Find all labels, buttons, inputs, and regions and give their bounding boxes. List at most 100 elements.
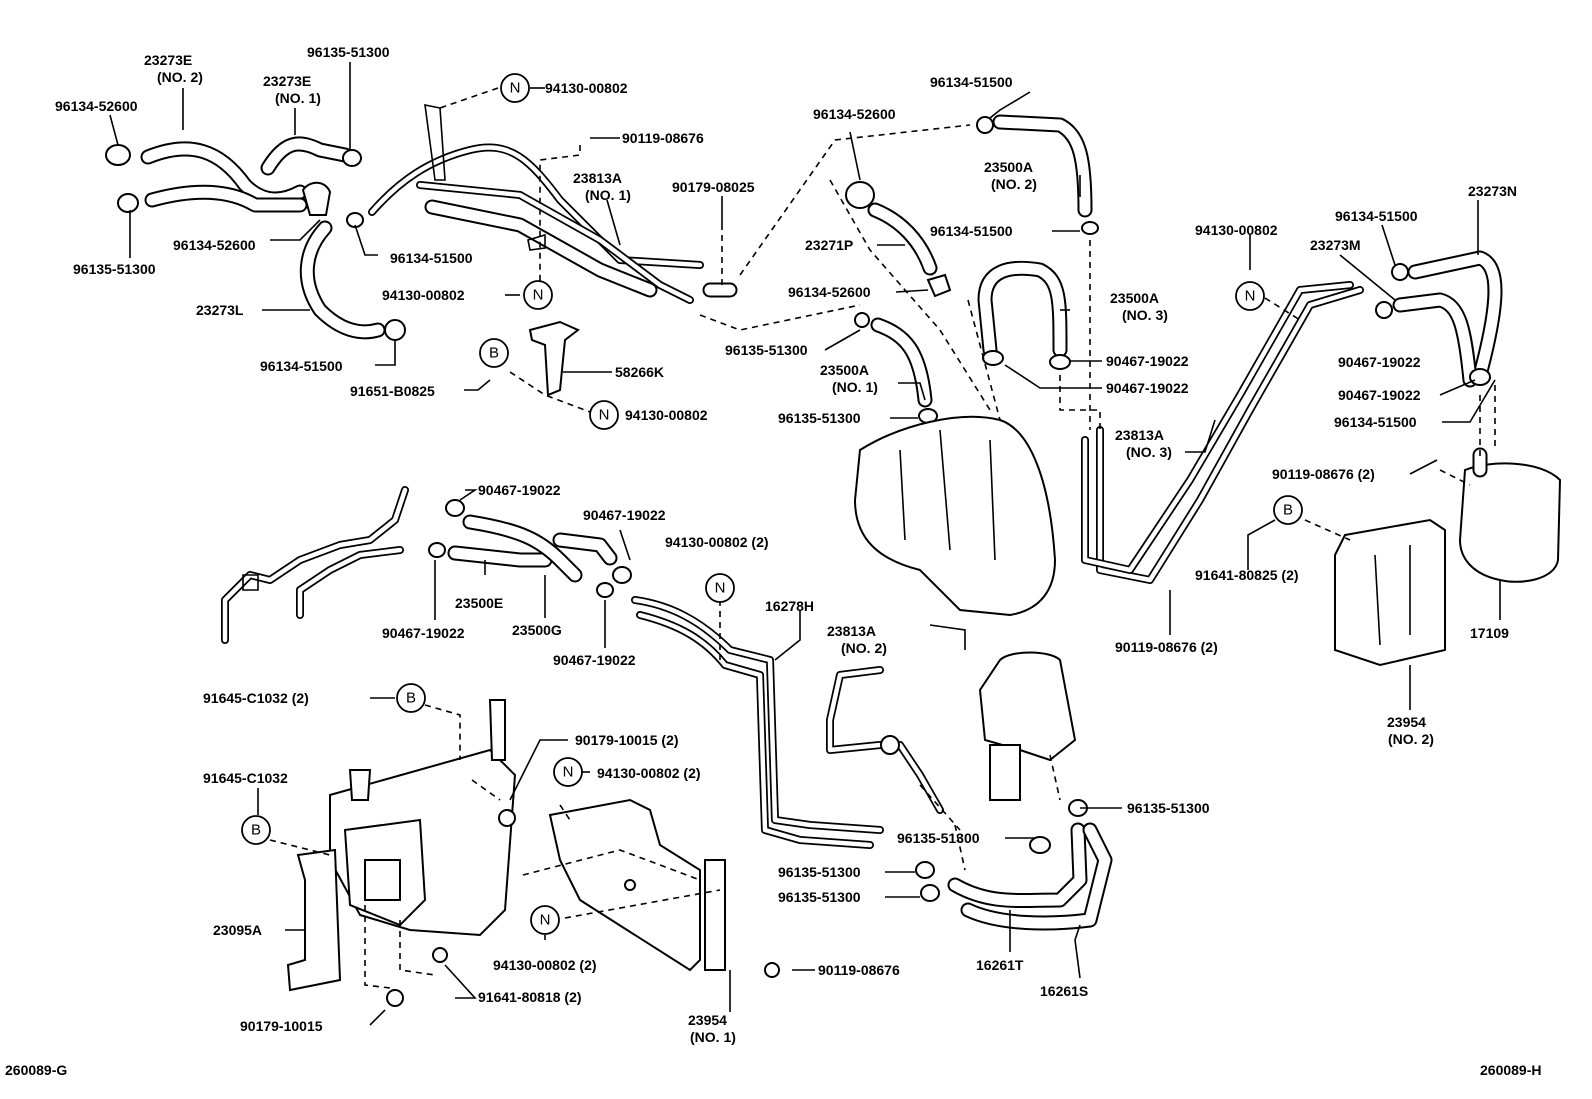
label-96135-51300-f: 96135-51300 [897,830,980,846]
svg-text:N: N [715,580,726,597]
hose-23273l [299,220,386,340]
label-23273l: 23273L [196,302,244,318]
label-23954-no2-sub: (NO. 2) [1388,731,1434,747]
label-58266k: 58266K [615,364,664,380]
part-labels: 23273E (NO. 2) 96135-51300 23273E (NO. 1… [5,44,1542,1078]
hose-23500e [447,545,553,568]
bolt-90179-10015 [386,989,404,1007]
diagram-code-left: 260089-G [5,1062,67,1078]
label-96135-51300-h: 96135-51300 [778,889,861,905]
dashed-lines [269,87,1496,989]
pipe-23813a-no3 [1081,281,1364,584]
label-23095a: 23095A [213,922,262,938]
label-94130-00802-d: 94130-00802 [1195,222,1278,238]
label-16278h: 16278H [765,598,814,614]
label-96135-51300-e: 96135-51300 [1127,800,1210,816]
label-16261t: 16261T [976,957,1024,973]
label-90179-10015: 90179-10015 [240,1018,323,1034]
label-91645-c1032: 91645-C1032 [203,770,288,786]
label-17109: 17109 [1470,625,1509,641]
air-pump-assembly [853,415,1057,650]
label-96134-51500-e: 96134-51500 [1335,208,1418,224]
valve-assembly [978,651,1077,801]
label-23954-no2: 23954 [1387,714,1426,730]
label-23813a-no2: 23813A [827,623,876,639]
svg-text:B: B [1283,502,1293,519]
label-23500a-no1: 23500A [820,362,869,378]
circle-mark-n-5: N [705,573,735,603]
clamp-90467-19022-d [1469,368,1491,386]
clamp-96135-51300-a [342,149,362,167]
label-90467-19022-c: 90467-19022 [1338,354,1421,370]
circle-mark-n-2: N [523,280,553,310]
label-23273e-no2-sub: (NO. 2) [157,69,203,85]
hose-23500a-no2 [992,114,1093,218]
label-91641-80825-2: 91641-80825 (2) [1195,567,1299,583]
bracket-23954-no1 [548,798,726,972]
hose-23273m [1392,292,1478,388]
svg-text:B: B [251,822,261,839]
label-96134-51500-b: 96134-51500 [260,358,343,374]
clamp-96135-51300-c [854,312,870,328]
pipe-23813a-no2 [826,666,944,814]
label-96135-51300-b: 96135-51300 [73,261,156,277]
bracket-23095a [286,699,517,992]
label-91641-80818-2: 91641-80818 (2) [478,989,582,1005]
hose-23273e-no2 [140,141,308,213]
circle-mark-n-3: N [589,400,619,430]
clamp-96134-51500-c [976,116,994,134]
label-23813a-no2-sub: (NO. 2) [841,640,887,656]
label-96134-51500-f: 96134-51500 [1334,414,1417,430]
label-90119-08676-a: 90119-08676 [622,130,704,146]
label-23813a-no3-sub: (NO. 3) [1126,444,1172,460]
label-90467-19022-f: 90467-19022 [583,507,666,523]
label-94130-00802-a: 94130-00802 [545,80,628,96]
circle-mark-n-6: N [553,757,583,787]
pipe-16278h [631,596,884,849]
label-94130-00802-2c: 94130-00802 (2) [493,957,597,973]
label-23500a-no2-sub: (NO. 2) [991,176,1037,192]
bolt-90119-08676-b [764,962,780,978]
label-90467-19022-h: 90467-19022 [553,652,636,668]
label-23273m: 23273M [1310,237,1361,253]
circle-mark-n-7: N [530,905,560,935]
label-16261s: 16261S [1040,983,1088,999]
label-90119-08676-2a: 90119-08676 (2) [1272,466,1375,482]
circle-mark-b-3: B [396,683,426,713]
clamp-96134-51500-b [384,319,406,341]
label-23954-no1-sub: (NO. 1) [690,1029,736,1045]
label-90179-10015-2: 90179-10015 (2) [575,732,679,748]
svg-text:N: N [540,912,551,929]
clamp-96134-51500-e [1391,263,1409,281]
label-23500e: 23500E [455,595,503,611]
clamp-96135-51300-g [915,861,935,879]
clamp-90467-19022-b [982,350,1004,366]
bolt-90179-10015-2 [498,809,516,827]
clamp-96135-51300-b [117,193,139,213]
label-96134-52600-c: 96134-52600 [813,106,896,122]
svg-text:N: N [599,407,610,424]
hose-23271p [867,202,938,276]
pipe-assembly-left [221,486,409,644]
hose-23273e-no1 [260,136,353,176]
label-96134-51500-d: 96134-51500 [930,223,1013,239]
svg-text:N: N [510,80,521,97]
label-96134-52600-d: 96134-52600 [788,284,871,300]
label-91645-c1032-2: 91645-C1032 (2) [203,690,309,706]
label-23271p: 23271P [805,237,853,253]
label-23273e-no1: 23273E [263,73,311,89]
label-23500a-no2: 23500A [984,159,1033,175]
clamp-90467-19022-e [445,499,465,517]
svg-text:N: N [1245,288,1256,305]
circle-mark-b-4: B [241,815,271,845]
circle-mark-b-2: B [1273,495,1303,525]
pipe-23813a-no1 [368,103,738,304]
diagram-code-right: 260089-H [1480,1062,1542,1078]
svg-text:N: N [563,764,574,781]
label-23273e-no2: 23273E [144,52,192,68]
bolt-91641-80818-2 [432,947,448,963]
label-94130-00802-c: 94130-00802 [625,407,708,423]
clamp-90467-19022-g [428,542,446,558]
label-96134-52600-b: 96134-52600 [173,237,256,253]
